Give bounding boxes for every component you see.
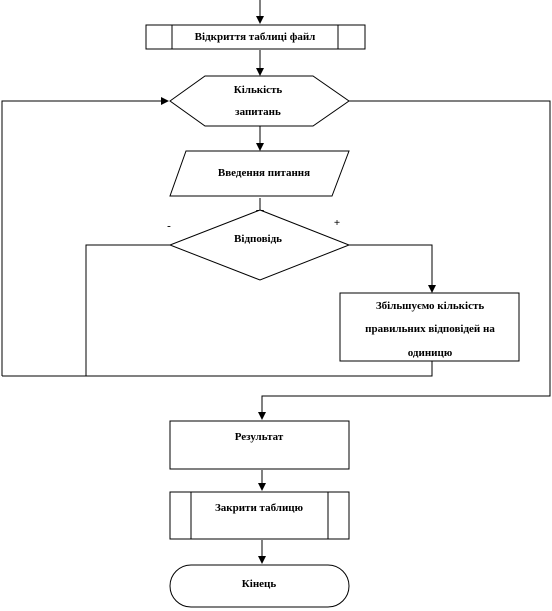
increase-label-line3: одиницю bbox=[408, 347, 453, 359]
question-count-label-line1: Кількість bbox=[234, 84, 283, 96]
increase-count-process: Збільшуємо кількість правильних відповід… bbox=[339, 292, 520, 362]
increase-label-line1: Збільшуємо кількість bbox=[376, 300, 485, 312]
result-label: Результат bbox=[235, 431, 284, 443]
close-table-process: Закрити таблицю bbox=[169, 491, 350, 540]
line-increase-to-loop bbox=[2, 361, 433, 377]
end-terminator: Кінець bbox=[169, 564, 350, 608]
end-label: Кінець bbox=[242, 578, 277, 590]
connectors bbox=[1, 0, 551, 564]
result-process: Результат bbox=[169, 420, 350, 470]
question-count-loop: Кількість запитань bbox=[169, 75, 350, 127]
branch-plus-label: + bbox=[334, 217, 340, 229]
arrow-count-exit-to-result bbox=[258, 100, 551, 420]
arrow-loop-to-count bbox=[1, 97, 169, 376]
input-question-io: Введення питання bbox=[169, 150, 350, 197]
increase-label-line2: правильних відповідей на bbox=[365, 323, 495, 335]
arrow-answer-plus-to-increase bbox=[349, 244, 436, 293]
open-file-process: Відкриття таблиці файл bbox=[145, 24, 366, 50]
branch-minus-label: - bbox=[167, 220, 171, 232]
open-file-label: Відкриття таблиці файл bbox=[195, 31, 316, 43]
line-answer-minus-to-loop bbox=[85, 244, 170, 376]
close-table-label: Закрити таблицю bbox=[215, 502, 303, 514]
input-question-label: Введення питання bbox=[218, 167, 310, 179]
answer-decision: Відповідь - + bbox=[167, 209, 351, 281]
answer-label: Відповідь bbox=[234, 233, 282, 245]
question-count-label-line2: запитань bbox=[235, 106, 281, 118]
